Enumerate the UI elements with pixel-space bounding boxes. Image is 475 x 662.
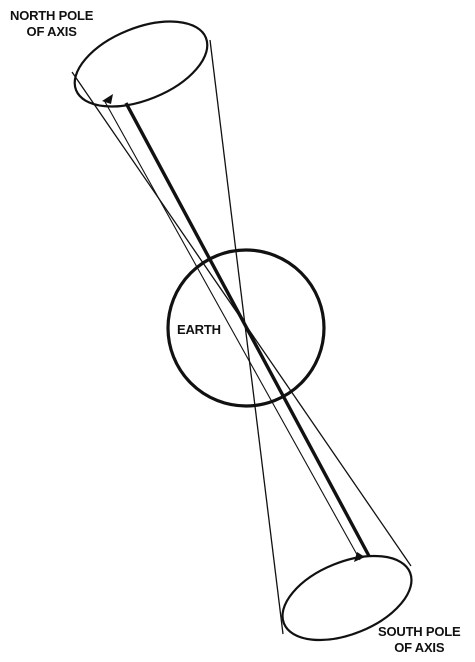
cone-edge-line [104,100,360,560]
cone-edge-line [210,40,283,634]
earth-label: EARTH [177,322,221,338]
south-pole-label-line1: SOUTH POLE [378,624,461,640]
south-direction-arrow-icon [354,552,365,562]
south-pole-label: SOUTH POLE OF AXIS [378,624,461,656]
south-pole-label-line2: OF AXIS [378,640,461,656]
north-direction-arrow-icon [102,94,113,104]
north-pole-label: NORTH POLE OF AXIS [10,8,93,40]
earth-label-text: EARTH [177,322,221,338]
earth-axis-line [126,103,369,556]
north-pole-label-line1: NORTH POLE [10,8,93,24]
north-pole-label-line2: OF AXIS [10,24,93,40]
